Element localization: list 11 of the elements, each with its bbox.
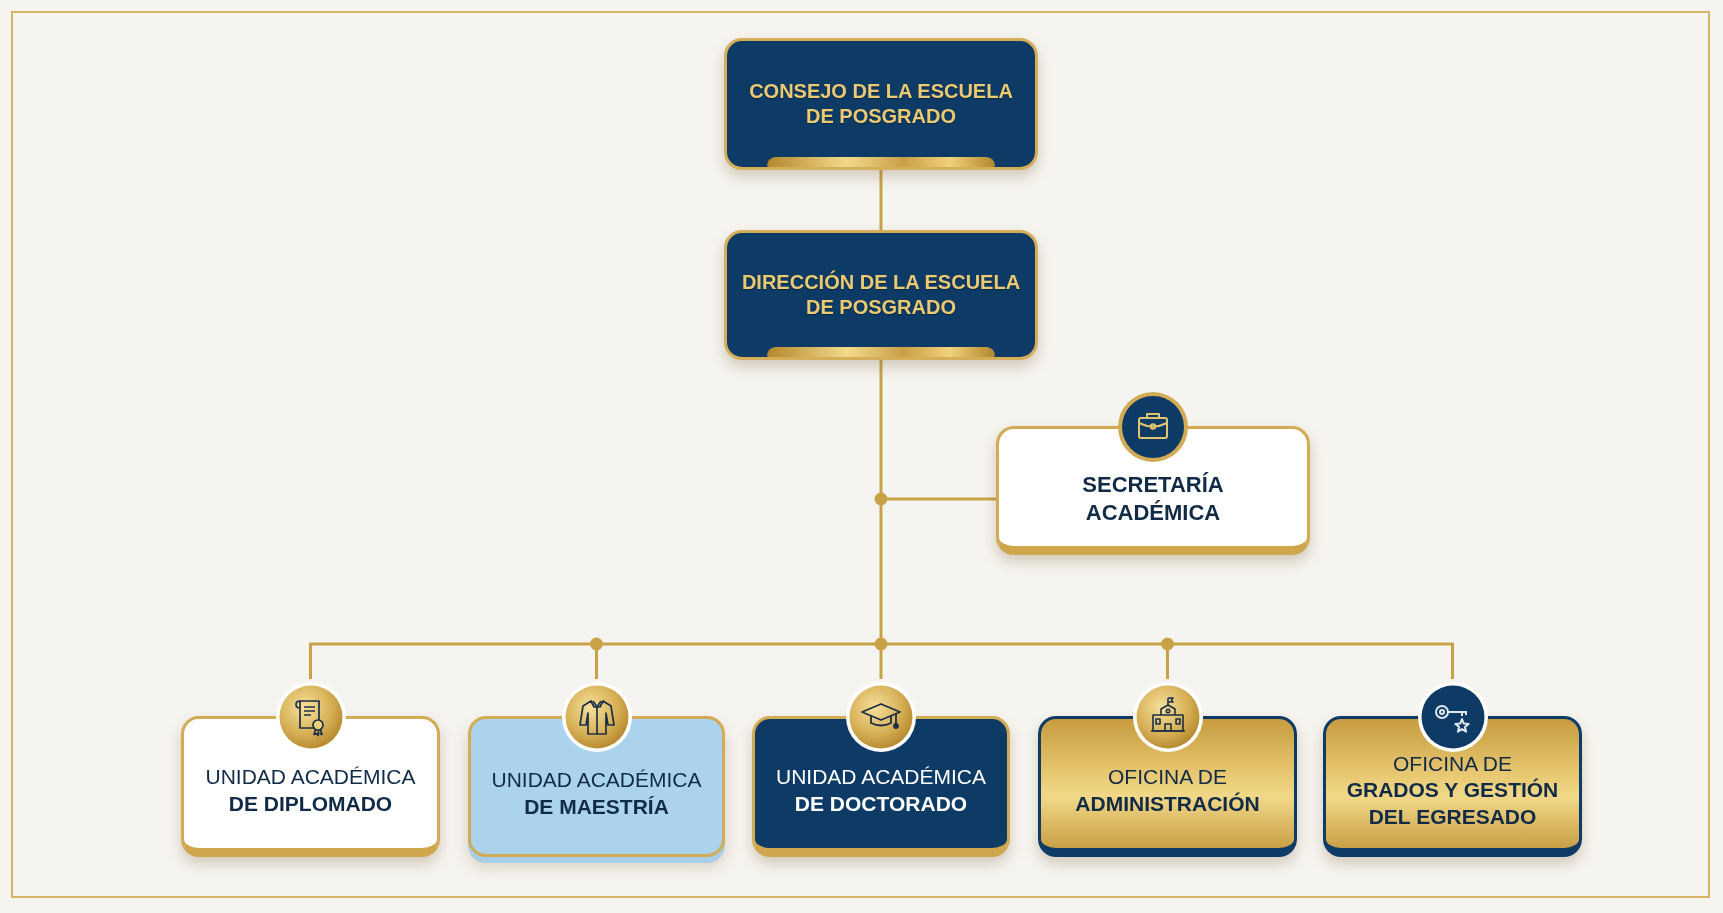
unit-title: DIRECCIÓN DE LA ESCUELA DE POSGRADO (740, 270, 1022, 320)
unit-title: SECRETARÍA ACADÉMICA (1081, 471, 1225, 526)
unit-title: UNIDAD ACADÉMICA DE DIPLOMADO (204, 764, 417, 817)
unit-title: UNIDAD ACADÉMICA DE MAESTRÍA (490, 767, 703, 820)
org-box (724, 38, 1038, 170)
unit-title: CONSEJO DE LA ESCUELA DE POSGRADO (748, 79, 1014, 129)
unit-title: OFICINA DE GRADOS Y GESTIÓN DEL EGRESADO (1345, 751, 1560, 830)
connector-line (879, 170, 883, 230)
org-box (724, 230, 1038, 360)
unit-title: OFICINA DE ADMINISTRACIÓN (1074, 764, 1261, 817)
unit-title: UNIDAD ACADÉMICA DE DOCTORADO (775, 764, 987, 817)
